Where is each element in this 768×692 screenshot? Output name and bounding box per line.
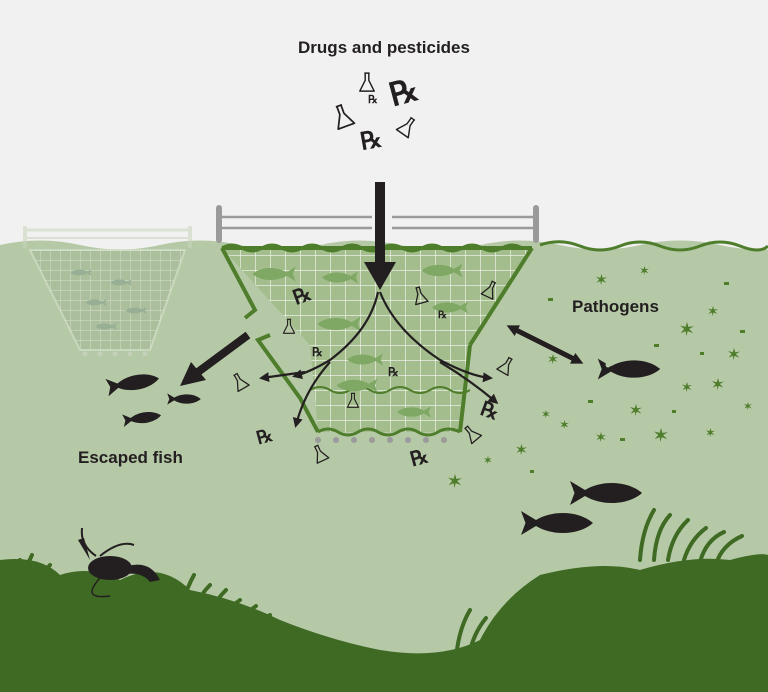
net-pen-fence (216, 205, 539, 243)
rx-icon: ℞ (368, 93, 378, 106)
dispersal-arrows (259, 291, 499, 428)
rx-icon: ℞ (312, 345, 323, 359)
pathogen-exchange-arrow (506, 325, 584, 364)
rx-icon: ℞ (358, 124, 384, 156)
distant-net-pen (23, 226, 192, 357)
rx-icon: ℞ (438, 310, 447, 321)
main-net-pen (220, 243, 534, 443)
seagrass (8, 508, 744, 662)
rx-icon: ℞ (407, 443, 431, 471)
escaped-fish-label: Escaped fish (78, 448, 183, 467)
rx-icon: ℞ (254, 425, 275, 449)
drugs-and-pesticides-label: Drugs and pesticides (298, 38, 470, 57)
pathogens-label: Pathogens (572, 297, 659, 316)
drug-input-arrow (364, 182, 396, 290)
lobster (78, 527, 160, 598)
rx-icon: ℞ (388, 365, 399, 379)
water-surface-line (539, 240, 768, 252)
seabed (0, 554, 768, 692)
escape-arrow (180, 331, 251, 386)
